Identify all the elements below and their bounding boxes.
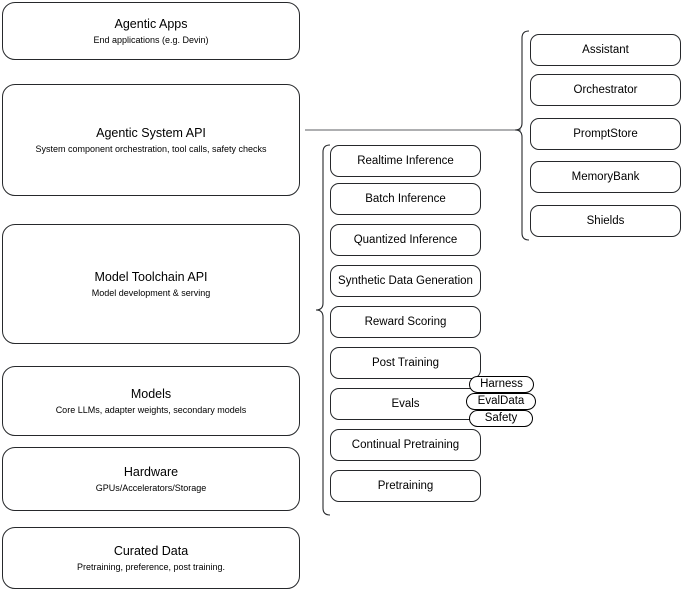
- layer-subtitle: End applications (e.g. Devin): [93, 34, 209, 45]
- layer-title: Hardware: [123, 464, 179, 479]
- layer-box-model-toolchain-api[interactable]: Model Toolchain API Model development & …: [2, 224, 300, 344]
- capability-box-evals[interactable]: Evals: [330, 388, 481, 420]
- layer-box-agentic-system-api[interactable]: Agentic System API System component orch…: [2, 84, 300, 196]
- layer-subtitle: Model development & serving: [91, 287, 211, 298]
- layer-box-models[interactable]: Models Core LLMs, adapter weights, secon…: [2, 366, 300, 436]
- layer-title: Models: [130, 386, 172, 401]
- capability-box-realtime-inference[interactable]: Realtime Inference: [330, 145, 481, 177]
- component-label: PromptStore: [573, 128, 638, 140]
- eval-pill-label: Safety: [484, 412, 518, 424]
- layer-title: Agentic Apps: [114, 16, 188, 31]
- layer-title: Model Toolchain API: [94, 269, 208, 284]
- layer-title: Agentic System API: [96, 125, 206, 140]
- capability-label: Post Training: [371, 357, 440, 369]
- capability-label: Evals: [391, 398, 420, 410]
- capability-box-batch-inference[interactable]: Batch Inference: [330, 183, 481, 215]
- right-column-brace: [514, 30, 530, 241]
- eval-pill-evaldata[interactable]: EvalData: [466, 393, 536, 410]
- layer-box-hardware[interactable]: Hardware GPUs/Accelerators/Storage: [2, 447, 300, 511]
- capability-label: Reward Scoring: [364, 316, 447, 328]
- capability-box-post-training[interactable]: Post Training: [330, 347, 481, 379]
- eval-pill-safety[interactable]: Safety: [469, 410, 533, 427]
- layer-box-curated-data[interactable]: Curated Data Pretraining, preference, po…: [2, 527, 300, 589]
- capability-label: Continual Pretraining: [351, 439, 460, 451]
- component-label: Shields: [586, 215, 625, 227]
- component-box-memorybank[interactable]: MemoryBank: [530, 161, 681, 193]
- eval-pill-label: EvalData: [477, 395, 525, 407]
- layer-box-agentic-apps[interactable]: Agentic Apps End applications (e.g. Devi…: [2, 2, 300, 60]
- capability-box-reward-scoring[interactable]: Reward Scoring: [330, 306, 481, 338]
- capability-box-continual-pretraining[interactable]: Continual Pretraining: [330, 429, 481, 461]
- capability-box-pretraining[interactable]: Pretraining: [330, 470, 481, 502]
- layer-subtitle: Core LLMs, adapter weights, secondary mo…: [55, 404, 247, 415]
- capability-box-quantized-inference[interactable]: Quantized Inference: [330, 224, 481, 256]
- capability-box-synthetic-data-generation[interactable]: Synthetic Data Generation: [330, 265, 481, 297]
- component-label: MemoryBank: [571, 171, 640, 183]
- component-box-promptstore[interactable]: PromptStore: [530, 118, 681, 150]
- eval-pill-harness[interactable]: Harness: [469, 376, 534, 393]
- layer-subtitle: Pretraining, preference, post training.: [76, 561, 226, 572]
- capability-label: Batch Inference: [365, 193, 446, 205]
- capability-label: Synthetic Data Generation: [338, 275, 473, 287]
- capability-label: Quantized Inference: [353, 234, 458, 246]
- layer-subtitle: GPUs/Accelerators/Storage: [95, 482, 207, 493]
- component-box-assistant[interactable]: Assistant: [530, 34, 681, 66]
- eval-pill-label: Harness: [480, 378, 523, 390]
- component-box-orchestrator[interactable]: Orchestrator: [530, 74, 681, 106]
- component-box-shields[interactable]: Shields: [530, 205, 681, 237]
- component-label: Assistant: [582, 44, 629, 56]
- capability-label: Pretraining: [377, 480, 434, 492]
- component-label: Orchestrator: [573, 84, 638, 96]
- layer-title: Curated Data: [113, 543, 189, 558]
- layer-subtitle: System component orchestration, tool cal…: [35, 143, 267, 154]
- middle-column-brace: [315, 144, 331, 516]
- capability-label: Realtime Inference: [357, 155, 454, 167]
